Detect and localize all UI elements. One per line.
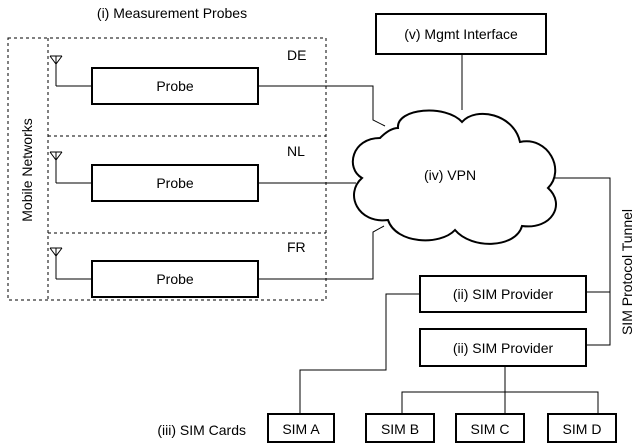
sim-provider-box-1 xyxy=(419,275,587,313)
mobile-networks-label: Mobile Networks xyxy=(19,118,35,221)
probes-outer-group xyxy=(7,37,327,301)
probe-label: Probe xyxy=(156,271,194,287)
sim-card-box-a xyxy=(267,413,335,443)
country-label-de: DE xyxy=(287,47,306,63)
sim-tunnel-link-2 xyxy=(586,292,611,346)
probe-box-de xyxy=(91,67,259,105)
sim-protocol-tunnel-label: SIM Protocol Tunnel xyxy=(619,209,635,335)
sim-a-link xyxy=(299,293,420,414)
sim-cards-title: (iii) SIM Cards xyxy=(157,422,246,438)
probe-box-fr xyxy=(91,260,259,298)
sim-card-label: SIM D xyxy=(563,421,602,437)
vpn-cloud xyxy=(351,109,557,245)
vpn-label: (iv) VPN xyxy=(424,167,476,183)
probe-label: Probe xyxy=(156,78,194,94)
country-label-nl: NL xyxy=(287,143,305,159)
antenna-icon xyxy=(49,151,92,184)
probe-box-nl xyxy=(91,164,259,202)
mgmt-interface-box xyxy=(375,13,547,55)
sim-provider-label: (ii) SIM Provider xyxy=(453,286,554,302)
sim-provider-box-2 xyxy=(419,328,587,367)
probe-de-link xyxy=(258,85,386,127)
mgmt-interface-label: (v) Mgmt Interface xyxy=(404,26,518,42)
probe-fr-link xyxy=(258,225,385,280)
probe-label: Probe xyxy=(156,175,194,191)
sim-card-label: SIM B xyxy=(381,421,419,437)
antenna-icon xyxy=(49,55,92,87)
sim-card-box-b xyxy=(365,413,435,443)
country-label-fr: FR xyxy=(287,239,306,255)
sim-provider-label: (ii) SIM Provider xyxy=(453,340,554,356)
antenna-icon xyxy=(49,247,92,280)
sim-card-label: SIM C xyxy=(471,421,510,437)
sim-card-box-d xyxy=(547,413,617,443)
sim-card-box-c xyxy=(455,413,525,443)
sim-card-label: SIM A xyxy=(282,421,320,437)
sim-bd-bus xyxy=(401,391,599,414)
measurement-probes-title: (i) Measurement Probes xyxy=(97,5,247,21)
sim-tunnel-link-1 xyxy=(530,177,611,293)
